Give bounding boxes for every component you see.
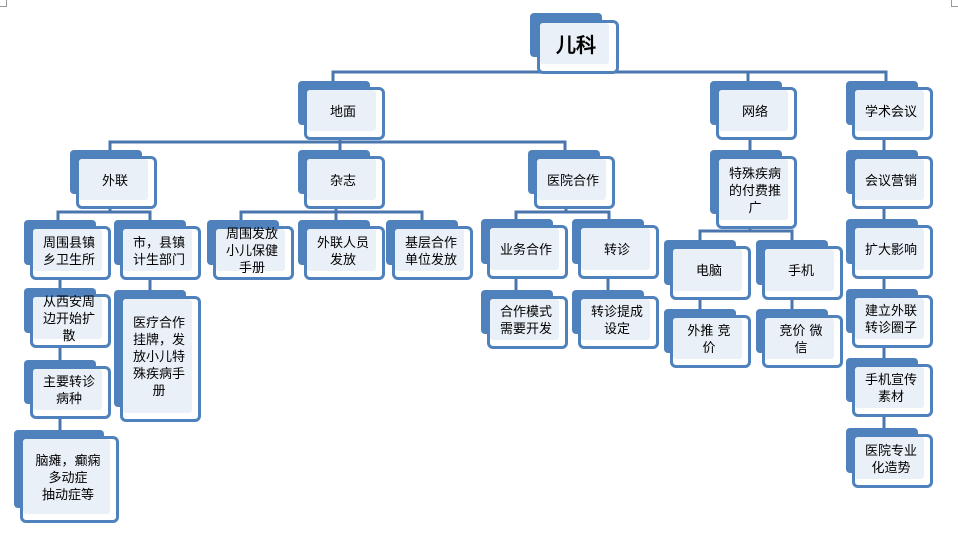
node-label: 电脑: [695, 264, 722, 279]
node-label: 转诊: [603, 243, 630, 258]
node-fill: [490, 228, 559, 270]
node-fill: [395, 229, 464, 271]
node-label: 建立外联 转诊圈子: [864, 304, 917, 336]
node-label: 地面: [329, 104, 356, 120]
node-box: 特殊疾病 的付费推 广: [716, 156, 797, 229]
node-box: 业务合作: [487, 225, 568, 279]
node-box: 合作模式 需要开发: [487, 296, 568, 349]
node-label: 会议营销: [864, 173, 917, 189]
node-box: 外联人员 发放: [304, 226, 385, 280]
node-label: 扩大影响: [864, 243, 917, 258]
node-label: 市，县镇 计生部门: [132, 235, 185, 268]
node-fill: [855, 298, 924, 339]
node-box: 周围发放 小儿保健 手册: [213, 226, 294, 280]
node-box: 转诊: [578, 225, 659, 279]
node-label: 儿科: [556, 32, 596, 57]
node-box: 主要转诊 病种: [30, 366, 111, 419]
node-label: 医疗合作 挂牌，发 放小儿特 殊疾病手 册: [132, 316, 185, 399]
node-fill: [307, 159, 376, 200]
node-fill: [537, 159, 606, 200]
node-label: 基层合作 单位发放: [404, 235, 457, 268]
node-box: 外联: [76, 156, 157, 209]
node-fill: [490, 299, 559, 340]
node-fill: [123, 299, 192, 413]
node-label: 从西安周 边开始扩 散: [42, 295, 95, 344]
node-label: 杂志: [329, 173, 356, 189]
node-box: 转诊提成 设定: [578, 296, 659, 349]
node-label: 周围发放 小儿保健 手册: [225, 227, 278, 276]
node-box: 竞价 微 信: [762, 315, 843, 368]
node-fill: [307, 90, 376, 131]
page-corner-mark: [951, 0, 958, 7]
node-box: 会议营销: [852, 156, 933, 209]
node-label: 合作模式 需要开发: [499, 305, 552, 337]
node-label: 竞价 微 信: [779, 324, 823, 356]
node-box: 市，县镇 计生部门: [120, 226, 201, 280]
node-box: 地面: [304, 87, 385, 140]
node-fill: [855, 159, 924, 200]
node-label: 外联: [101, 173, 128, 189]
node-fill: [855, 367, 924, 408]
node-box: 杂志: [304, 156, 385, 209]
node-fill: [33, 229, 102, 271]
node-label: 外联人员 发放: [316, 235, 369, 268]
node-fill: [33, 369, 102, 410]
node-label: 网络: [741, 104, 768, 120]
node-label: 手机: [787, 264, 814, 279]
node-box: 学术会议: [852, 87, 933, 140]
node-label: 周围县镇 乡卫生所: [42, 235, 95, 268]
node-fill: [581, 228, 650, 270]
node-box: 医院合作: [534, 156, 615, 209]
node-label: 外推 竞 价: [687, 324, 731, 356]
node-fill: [855, 437, 924, 479]
connector-line: [56, 210, 152, 220]
node-fill: [123, 229, 192, 271]
node-box: 手机: [762, 246, 843, 300]
node-label: 业务合作: [499, 243, 552, 258]
node-fill: [765, 249, 834, 291]
connector-line: [239, 210, 424, 220]
node-label: 转诊提成 设定: [590, 305, 643, 337]
node-box: 医院专业 化造势: [852, 434, 933, 488]
node-box: 儿科: [537, 20, 619, 74]
node-fill: [307, 229, 376, 271]
node-fill: [719, 90, 788, 131]
node-box: 脑瘫，癫痫 多动症 抽动症等: [20, 436, 119, 523]
node-box: 网络: [716, 87, 797, 140]
node-box: 建立外联 转诊圈子: [852, 295, 933, 348]
node-fill: [673, 318, 742, 359]
node-box: 周围县镇 乡卫生所: [30, 226, 111, 280]
node-fill: [581, 299, 650, 340]
node-fill: [79, 159, 148, 200]
node-fill: [855, 90, 924, 131]
connector-line: [108, 140, 567, 150]
node-box: 电脑: [670, 246, 751, 300]
node-box: 扩大影响: [852, 225, 933, 279]
connector-line: [514, 210, 611, 219]
node-fill: [855, 228, 924, 270]
connector-line: [698, 229, 794, 240]
node-label: 手机宣传 素材: [864, 373, 917, 405]
node-fill: [719, 159, 788, 220]
node-label: 医院合作: [546, 173, 599, 189]
node-box: 外推 竞 价: [670, 315, 751, 368]
node-fill: [23, 439, 110, 514]
node-fill: [33, 297, 102, 339]
node-fill: [765, 318, 834, 359]
node-label: 医院专业 化造势: [864, 443, 917, 476]
node-box: 医疗合作 挂牌，发 放小儿特 殊疾病手 册: [120, 296, 201, 422]
node-fill: [540, 23, 609, 64]
node-box: 从西安周 边开始扩 散: [30, 294, 111, 348]
node-label: 主要转诊 病种: [42, 375, 95, 407]
node-box: 手机宣传 素材: [852, 364, 933, 417]
node-label: 学术会议: [864, 104, 917, 120]
node-fill: [216, 229, 285, 271]
node-label: 特殊疾病 的付费推 广: [728, 166, 781, 216]
page-corner-mark: [0, 0, 7, 7]
node-label: 脑瘫，癫痫 多动症 抽动症等: [35, 453, 101, 503]
node-box: 基层合作 单位发放: [392, 226, 473, 280]
node-fill: [673, 249, 742, 291]
